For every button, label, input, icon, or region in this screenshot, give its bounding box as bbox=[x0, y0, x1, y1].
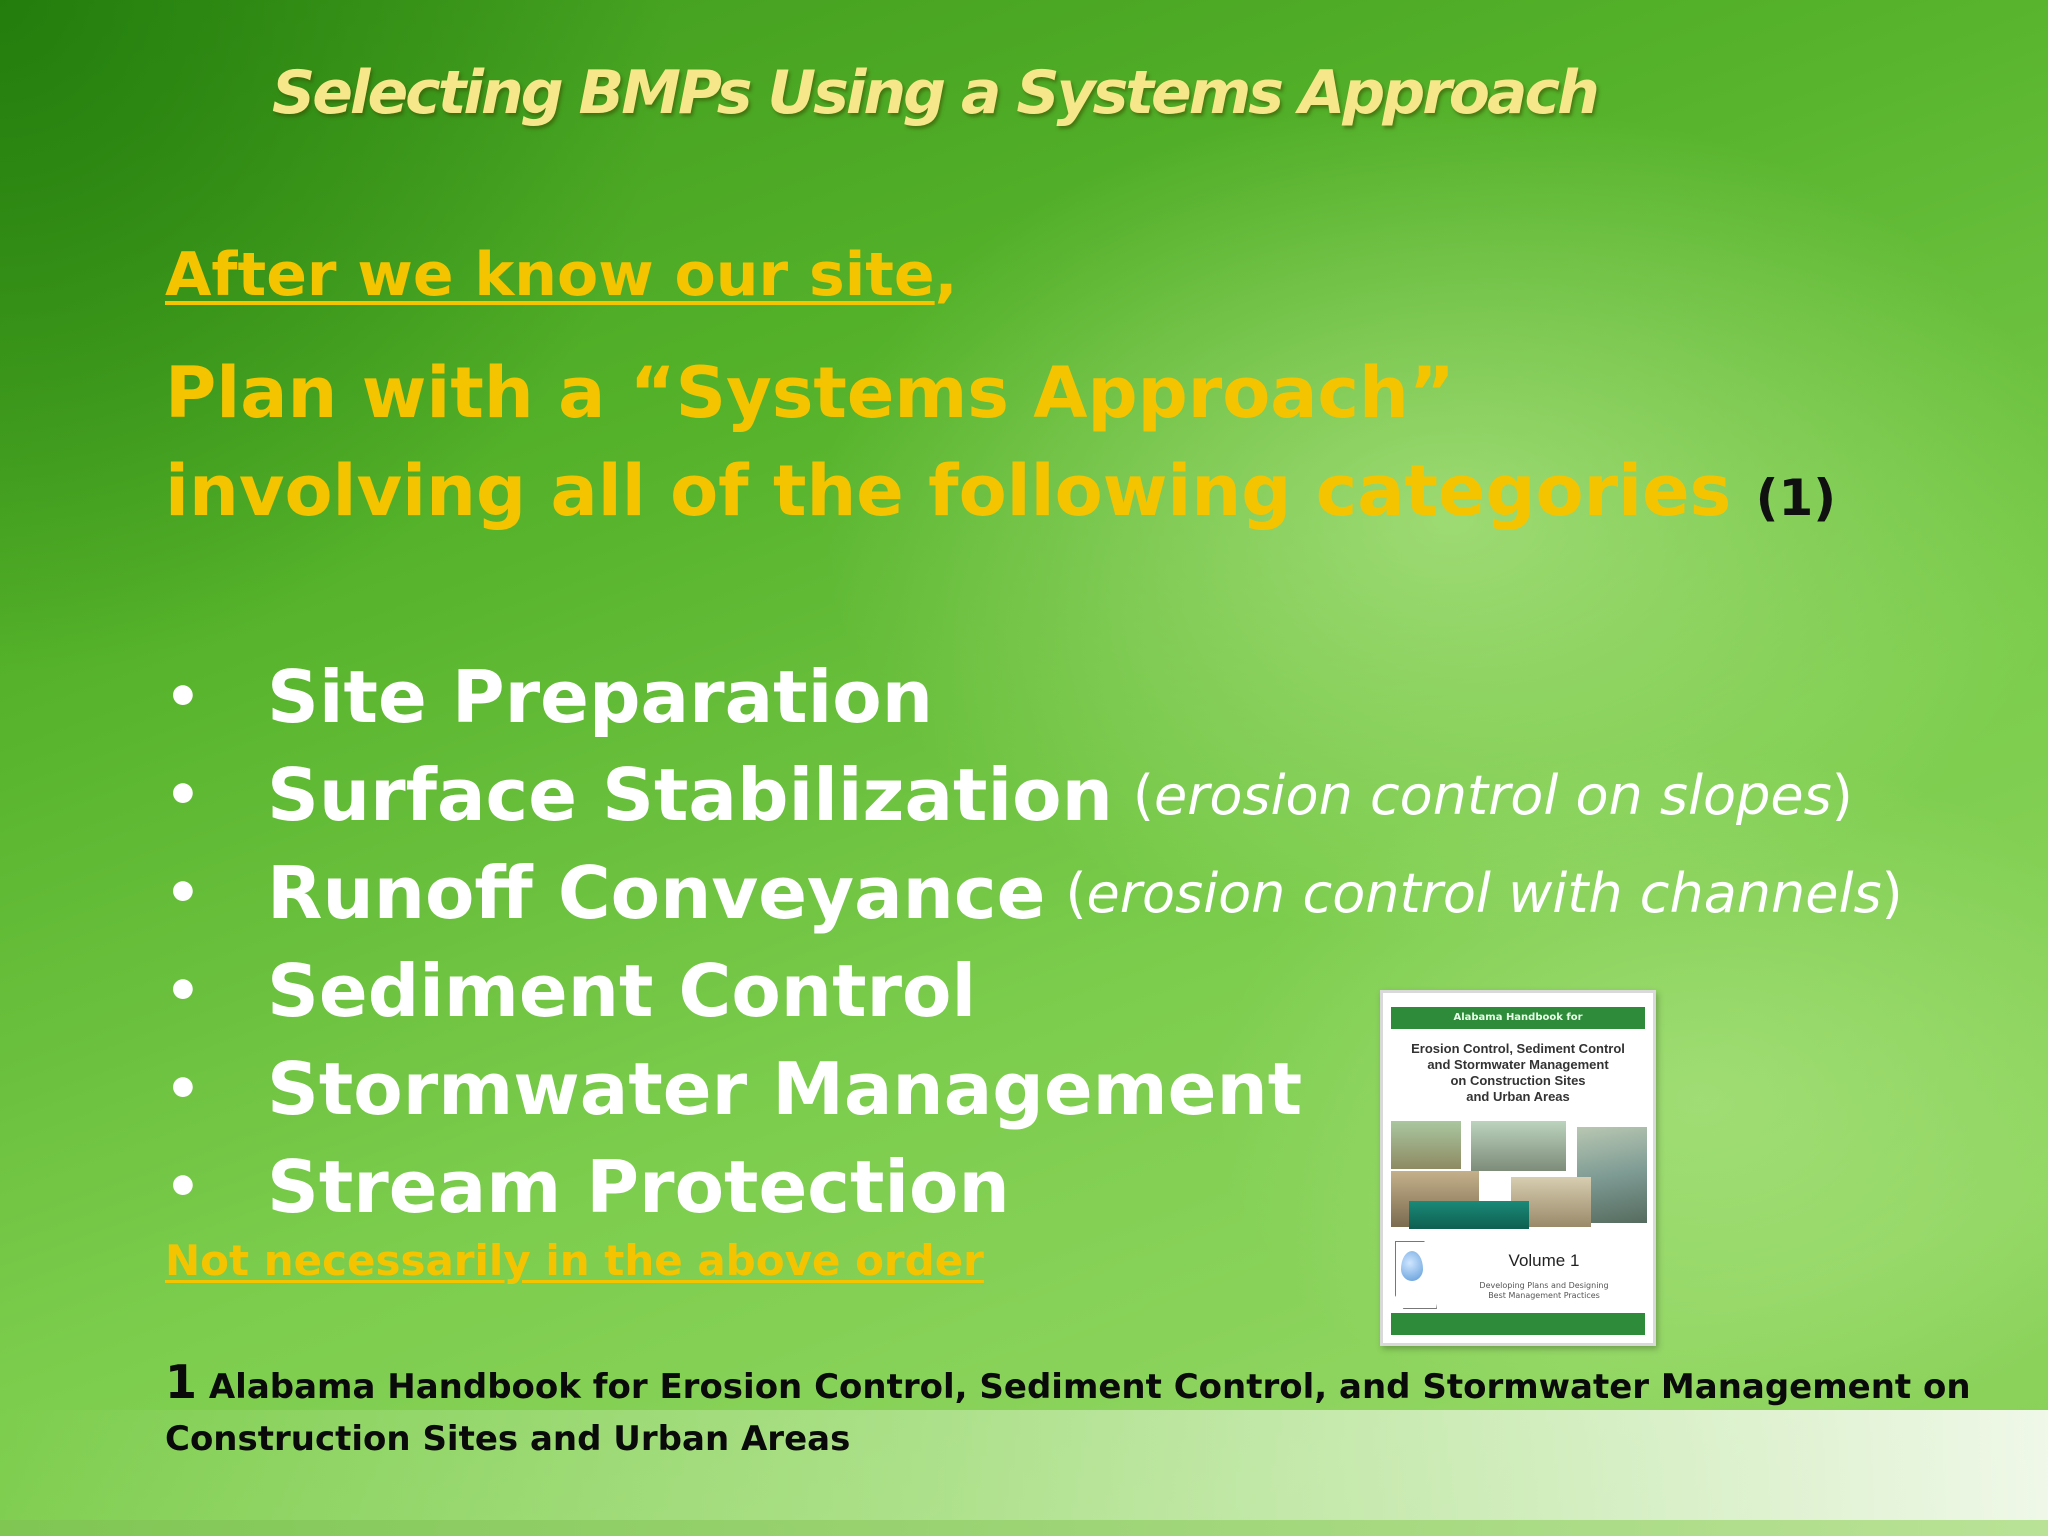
category-label: Surface Stabilization bbox=[267, 753, 1113, 837]
category-label: Runoff Conveyance bbox=[267, 851, 1046, 935]
handbook-cover-image: Alabama Handbook for Erosion Control, Se… bbox=[1380, 990, 1656, 1346]
category-item: • Runoff Conveyance (erosion control wit… bbox=[165, 844, 1903, 942]
involving-text: involving all of the following categorie… bbox=[165, 450, 1732, 532]
plan-line: Plan with a “Systems Approach” bbox=[165, 352, 1455, 434]
category-note: (erosion control on slopes) bbox=[1133, 764, 1853, 827]
cover-title-line: and Stormwater Management bbox=[1427, 1057, 1609, 1072]
subtitle: After we know our site, bbox=[165, 240, 957, 310]
bottom-edge-band bbox=[0, 1520, 2048, 1536]
category-label: Site Preparation bbox=[267, 655, 933, 739]
cover-volume-subtitle: Developing Plans and Designing Best Mana… bbox=[1443, 1281, 1645, 1301]
category-item: • Stream Protection bbox=[165, 1138, 1903, 1236]
category-label: Stream Protection bbox=[267, 1145, 1010, 1229]
slide-title: Selecting BMPs Using a Systems Approach bbox=[272, 58, 1600, 128]
note-text: erosion control on slopes bbox=[1153, 763, 1832, 827]
cover-title-line: on Construction Sites bbox=[1450, 1073, 1586, 1088]
cover-volume: Volume 1 bbox=[1508, 1251, 1580, 1270]
note-open-paren: ( bbox=[1065, 861, 1087, 925]
cover-photo bbox=[1471, 1121, 1566, 1171]
bullet-icon: • bbox=[165, 1154, 201, 1220]
category-item: • Site Preparation bbox=[165, 648, 1903, 746]
note-text: erosion control with channels bbox=[1086, 861, 1882, 925]
subtitle-comma: , bbox=[934, 240, 958, 310]
bullet-icon: • bbox=[165, 860, 201, 926]
category-item: • Stormwater Management bbox=[165, 1040, 1903, 1138]
note-open-paren: ( bbox=[1132, 763, 1154, 827]
bottom-highlight-band bbox=[0, 1410, 2048, 1536]
cover-title: Erosion Control, Sediment Control and St… bbox=[1391, 1041, 1645, 1105]
order-note: Not necessarily in the above order bbox=[165, 1236, 984, 1285]
category-item: • Surface Stabilization (erosion control… bbox=[165, 746, 1903, 844]
water-drop-icon bbox=[1401, 1251, 1423, 1281]
category-label: Sediment Control bbox=[267, 949, 977, 1033]
bullet-icon: • bbox=[165, 664, 201, 730]
cover-title-line: and Urban Areas bbox=[1466, 1089, 1570, 1104]
cover-photo bbox=[1391, 1121, 1461, 1169]
cover-photo-collage bbox=[1391, 1121, 1647, 1229]
subtitle-underlined: After we know our site bbox=[165, 240, 935, 310]
cover-photo bbox=[1409, 1201, 1529, 1229]
bullet-icon: • bbox=[165, 958, 201, 1024]
footnote: 1 Alabama Handbook for Erosion Control, … bbox=[165, 1356, 2048, 1465]
note-close-paren: ) bbox=[1831, 763, 1853, 827]
reference-marker: (1) bbox=[1755, 469, 1837, 527]
cover-footer-bar bbox=[1391, 1313, 1645, 1335]
category-note: (erosion control with channels) bbox=[1065, 862, 1902, 925]
footnote-text: Alabama Handbook for Erosion Control, Se… bbox=[165, 1367, 1971, 1459]
category-label: Stormwater Management bbox=[267, 1047, 1303, 1131]
cover-volume-subtitle-line: Developing Plans and Designing bbox=[1479, 1281, 1609, 1290]
bullet-icon: • bbox=[165, 1056, 201, 1122]
cover-title-line: Erosion Control, Sediment Control bbox=[1411, 1041, 1625, 1056]
category-item: • Sediment Control bbox=[165, 942, 1903, 1040]
footnote-number: 1 bbox=[165, 1355, 198, 1409]
cover-header: Alabama Handbook for bbox=[1391, 1007, 1645, 1029]
bullet-icon: • bbox=[165, 762, 201, 828]
involving-line: involving all of the following categorie… bbox=[165, 450, 1836, 532]
note-close-paren: ) bbox=[1881, 861, 1903, 925]
category-list: • Site Preparation • Surface Stabilizati… bbox=[165, 648, 1903, 1236]
cover-volume-subtitle-line: Best Management Practices bbox=[1488, 1291, 1600, 1300]
